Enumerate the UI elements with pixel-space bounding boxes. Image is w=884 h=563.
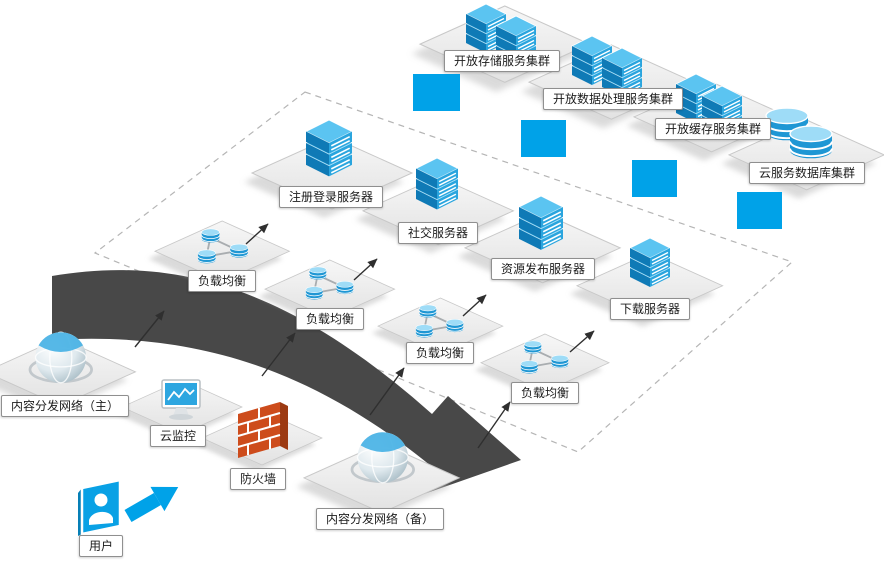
label-cloud-database-cluster: 云服务数据库集群 [748, 162, 866, 184]
connector-square [413, 74, 460, 111]
traffic-flow-band [52, 270, 521, 494]
label-social-server: 社交服务器 [397, 222, 479, 244]
flow-arrow [477, 401, 511, 449]
server-stack-icon [416, 158, 458, 209]
label-open-storage-cluster: 开放存储服务集群 [443, 50, 561, 72]
flow-arrow [134, 310, 165, 348]
flow-arrow [353, 258, 378, 281]
flow-arrow [369, 367, 405, 416]
label-open-cache-cluster: 开放缓存服务集群 [654, 118, 772, 140]
cloud-boundary [93, 91, 794, 453]
server-stack-icon [519, 196, 563, 250]
label-load-balancer-2: 负载均衡 [295, 308, 365, 330]
server-stack-icon [630, 238, 670, 287]
connector-square [521, 120, 566, 157]
user-uplink-arrow [124, 486, 179, 523]
label-open-data-processing-cluster: 开放数据处理服务集群 [542, 88, 684, 110]
label-load-balancer-4: 负载均衡 [510, 382, 580, 404]
connector-square [737, 192, 782, 229]
flow-arrow [245, 223, 269, 245]
flow-arrow [569, 330, 595, 353]
server-stack-icon [306, 120, 352, 176]
flow-arrow [462, 294, 487, 317]
connector-square [632, 160, 677, 197]
label-cdn-backup: 内容分发网络（备） [315, 508, 445, 530]
label-resource-publish-server: 资源发布服务器 [490, 258, 596, 280]
flow-arrow [261, 332, 296, 377]
label-download-server: 下载服务器 [609, 298, 691, 320]
label-register-login-server: 注册登录服务器 [278, 186, 384, 208]
label-firewall: 防火墙 [229, 468, 287, 490]
label-load-balancer-1: 负载均衡 [187, 270, 257, 292]
flow-connector-squares [413, 74, 782, 229]
label-user: 用户 [78, 535, 124, 557]
label-cdn-primary: 内容分发网络（主） [0, 395, 130, 417]
label-cloud-monitor: 云监控 [149, 425, 207, 447]
label-load-balancer-3: 负载均衡 [405, 342, 475, 364]
flow-arrows [134, 223, 595, 449]
user-icon [76, 478, 122, 538]
